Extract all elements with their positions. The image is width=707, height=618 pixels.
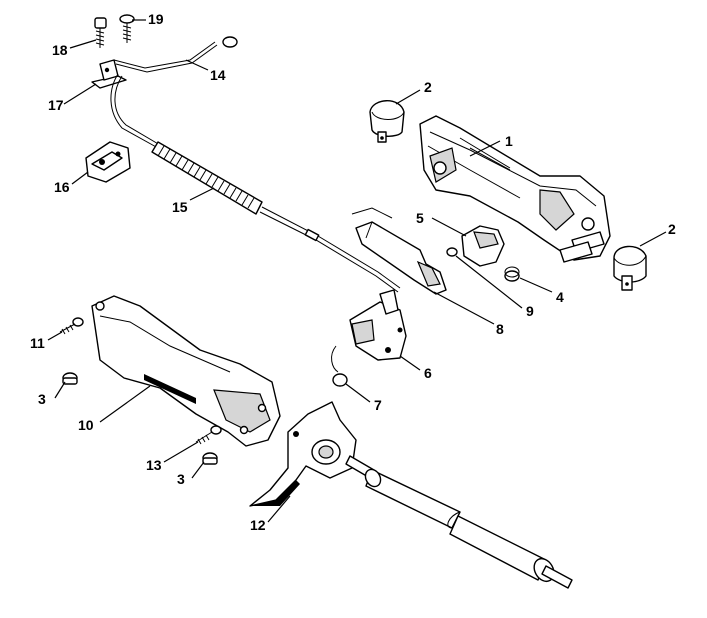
callout-4: 4 <box>556 289 564 305</box>
screw-13 <box>195 425 222 445</box>
callout-18: 18 <box>52 42 68 58</box>
screw-11 <box>59 317 84 335</box>
screw-3-lower <box>202 452 218 465</box>
handle-half-10 <box>91 295 281 447</box>
callout-17: 17 <box>48 97 64 113</box>
callout-11: 11 <box>30 335 45 351</box>
callout-13: 13 <box>146 457 162 473</box>
handle-housing-1 <box>419 115 611 263</box>
drive-tube <box>345 455 573 589</box>
clamp-2-right <box>613 245 647 291</box>
callout-5: 5 <box>416 210 424 226</box>
screw-3-upper <box>62 372 78 385</box>
leader-lines <box>47 19 667 523</box>
throttle-trigger-8 <box>351 207 447 295</box>
callout-10: 10 <box>78 417 94 433</box>
callout-3-lower: 3 <box>177 471 185 487</box>
callout-16: 16 <box>54 179 70 195</box>
callout-6: 6 <box>424 365 432 381</box>
callout-1: 1 <box>505 133 513 149</box>
callout-19: 19 <box>148 11 164 27</box>
spring-4 <box>504 266 520 282</box>
throttle-cable-14 <box>110 36 238 149</box>
callout-15: 15 <box>172 199 188 215</box>
callout-labels: 1 2 2 3 3 4 5 6 7 8 9 10 11 12 13 14 15 … <box>30 11 676 533</box>
screw-18 <box>94 17 107 48</box>
trigger-6 <box>349 289 407 361</box>
screw-19 <box>119 14 135 43</box>
callout-9: 9 <box>526 303 534 319</box>
hand-guard-12 <box>249 401 357 507</box>
callout-7: 7 <box>374 397 382 413</box>
spring-7 <box>331 345 348 387</box>
cable-sleeve-15 <box>151 141 401 293</box>
callout-3-upper: 3 <box>38 391 46 407</box>
switch-housing-16 <box>85 141 131 183</box>
lock-lever-5 <box>461 225 505 267</box>
spring-9 <box>446 247 458 257</box>
callout-14: 14 <box>210 67 226 83</box>
callout-8: 8 <box>496 321 504 337</box>
callout-12: 12 <box>250 517 266 533</box>
callout-2-right: 2 <box>668 221 676 237</box>
cable-clamp-17 <box>91 59 127 89</box>
callout-2-top: 2 <box>424 79 432 95</box>
clamp-2-top <box>369 100 405 143</box>
